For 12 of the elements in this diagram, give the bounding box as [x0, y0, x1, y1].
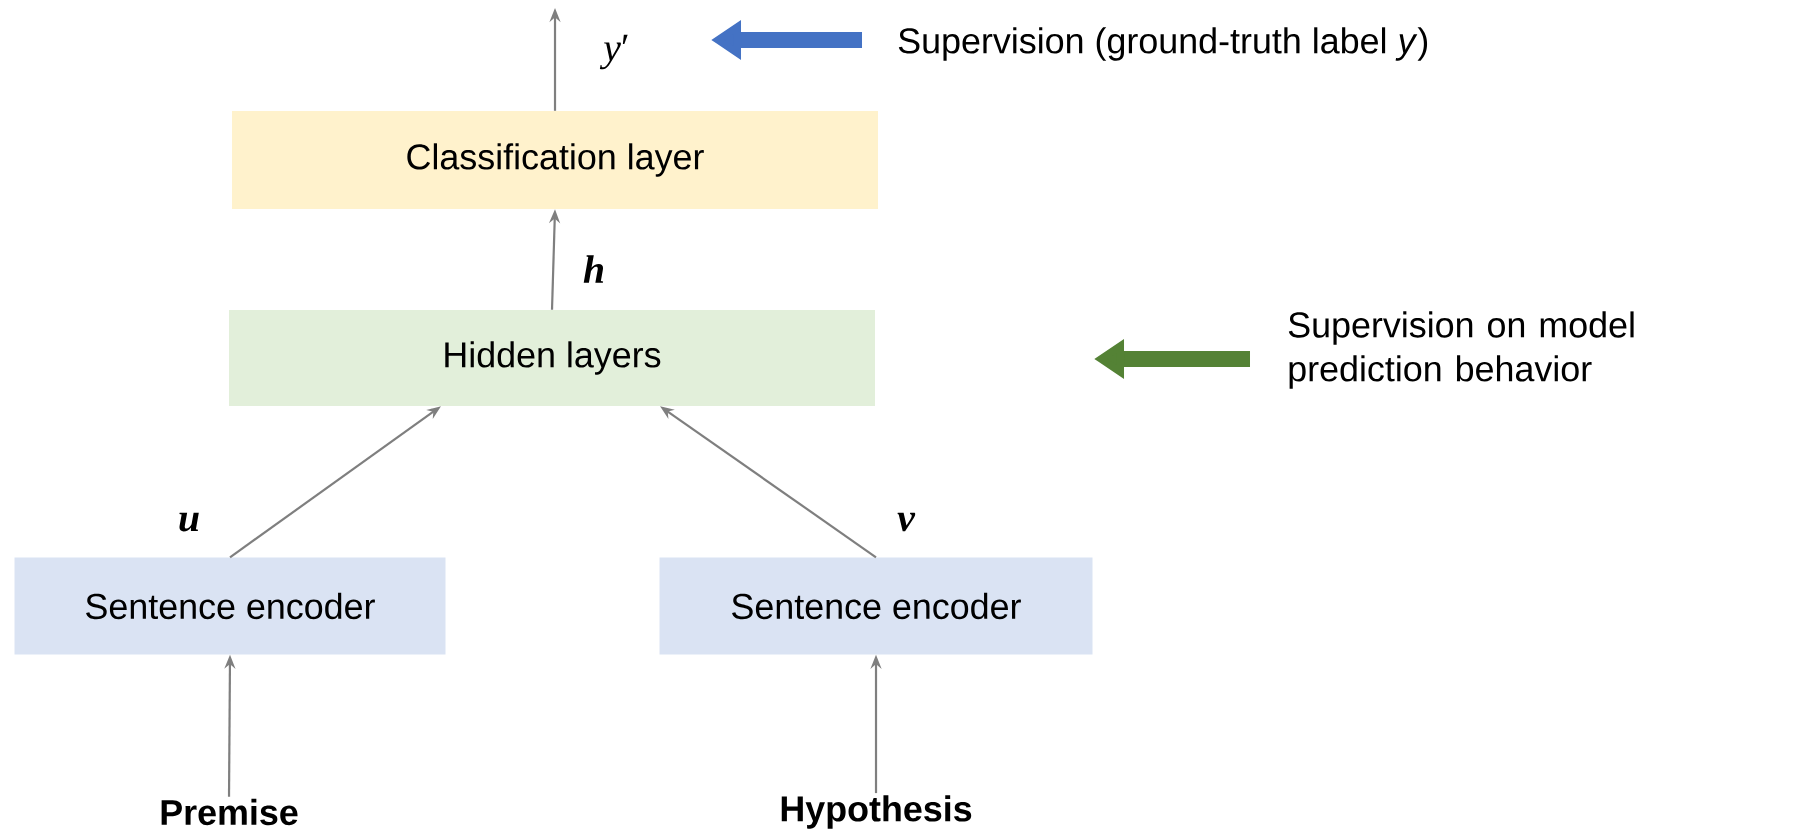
edge-label: h — [583, 255, 604, 283]
supervision-text: Supervision (ground-truth label y) — [898, 27, 1428, 61]
layer-box: Classification layer — [232, 111, 878, 209]
layer-box: Hidden layers — [229, 310, 875, 406]
layer-box: Sentence encoder — [14, 557, 446, 655]
edge-label: y′ — [599, 34, 628, 70]
input-label: Hypothesis — [781, 795, 972, 829]
layer-box: Sentence encoder — [659, 557, 1093, 655]
edge-label: u — [179, 512, 199, 532]
input-label: Premise — [161, 798, 298, 826]
edge-label: v — [897, 512, 916, 532]
supervision-text: Supervision on model prediction behavior — [1288, 311, 1634, 389]
